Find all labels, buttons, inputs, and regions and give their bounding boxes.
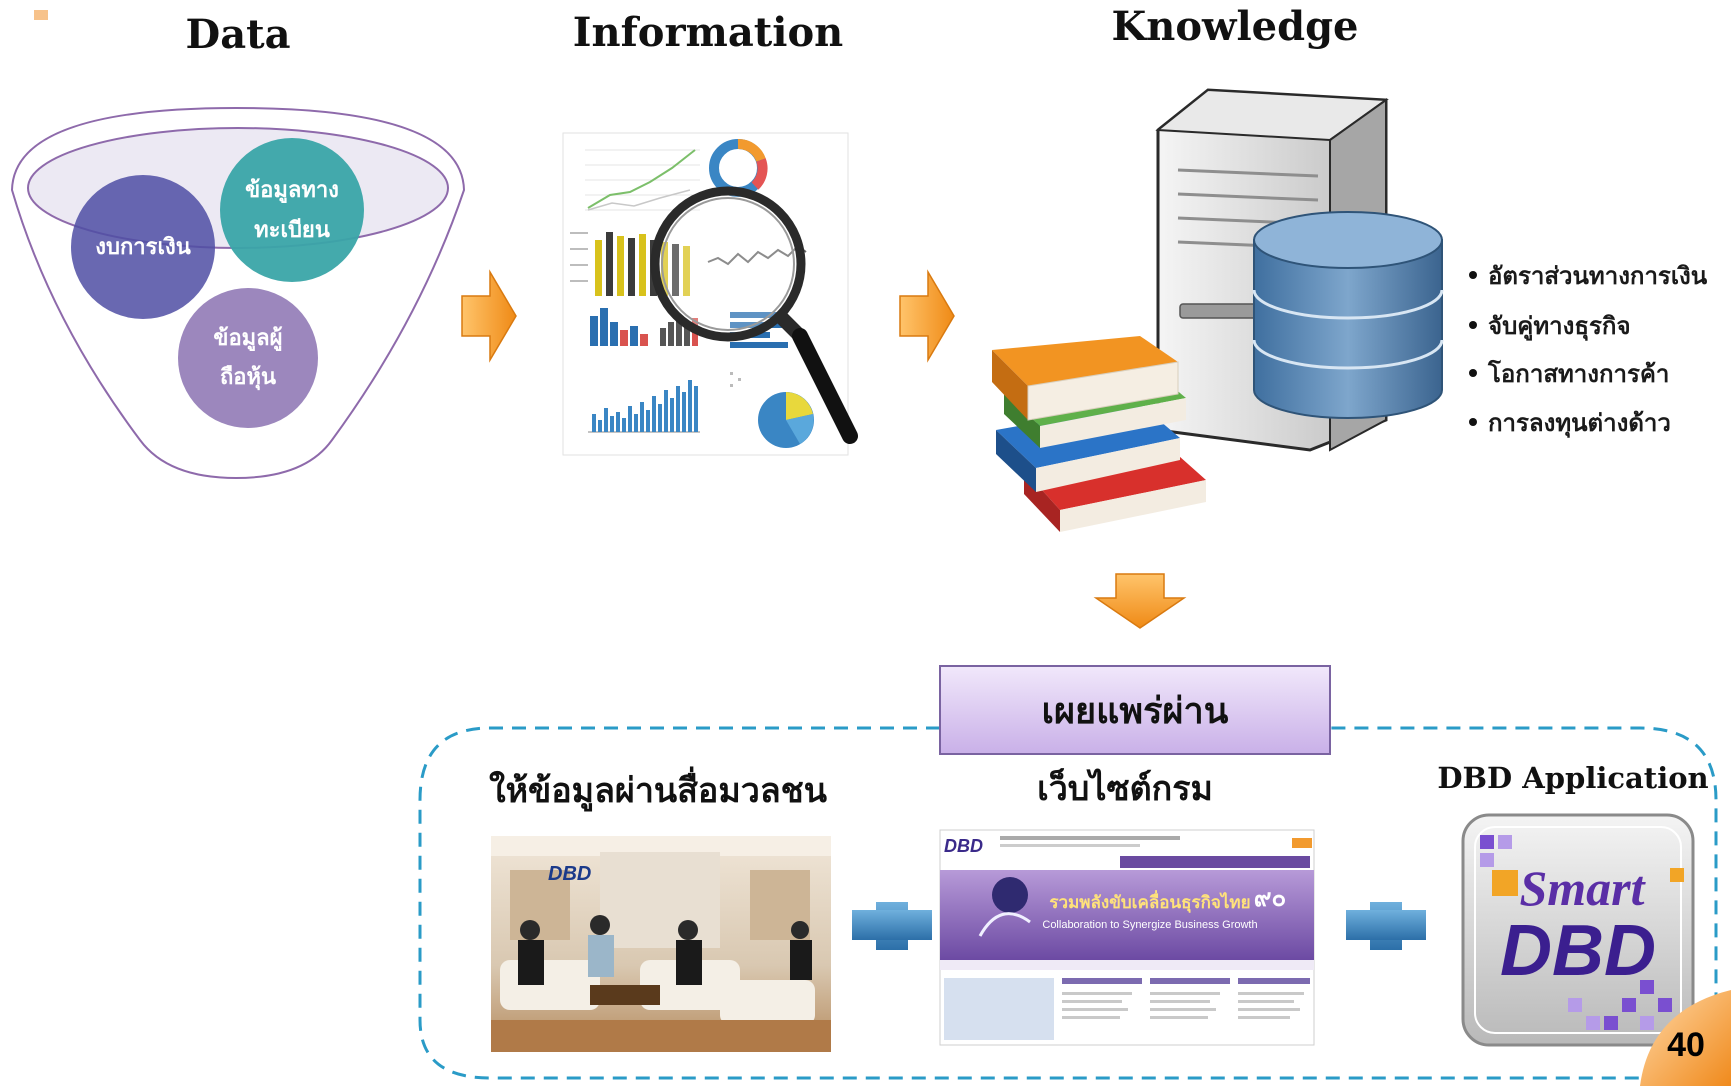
page-number: 40 xyxy=(1667,1026,1705,1064)
knowledge-bullet-text: อัตราส่วนทางการเงิน xyxy=(1488,262,1708,290)
knowledge-bullet-item: อัตราส่วนทางการเงิน xyxy=(1469,262,1708,290)
circle-financial-statement: งบการเงิน xyxy=(71,175,215,319)
circle-registration-label-2: ทะเบียน xyxy=(254,218,330,243)
circle-financial-label: งบการเงิน xyxy=(95,235,191,260)
website-screenshot: DBD รวมพลังขับเคลื่อนธุรกิจไทย Collabora… xyxy=(939,829,1315,1046)
corner-mark xyxy=(34,10,48,20)
app-logo-smart: Smart xyxy=(1519,860,1646,916)
channel-website-title: เว็บไซต์กรม xyxy=(1037,767,1213,809)
circle-shareholders-label-1: ข้อมูลผู้ xyxy=(213,326,282,352)
plus-icon xyxy=(852,902,932,950)
page-corner xyxy=(1640,990,1731,1086)
knowledge-title: Knowledge xyxy=(1112,3,1359,50)
app-logo-dbd: DBD xyxy=(1500,911,1656,991)
circle-shareholders-label-2: ถือหุ้น xyxy=(220,365,276,391)
website-banner-main: รวมพลังขับเคลื่อนธุรกิจไทย xyxy=(1049,890,1250,913)
circle-shareholders: ข้อมูลผู้ ถือหุ้น xyxy=(178,288,318,428)
plus-icon xyxy=(1346,902,1426,950)
media-photo-logo: DBD xyxy=(548,863,591,885)
smart-dbd-app-icon: Smart DBD xyxy=(1461,813,1695,1047)
database-icon xyxy=(1252,211,1444,419)
circle-registration: ข้อมูลทาง ทะเบียน xyxy=(220,138,364,282)
website-logo: DBD xyxy=(944,836,983,856)
knowledge-bullet-item: จับคู่ทางธุรกิจ xyxy=(1469,312,1631,342)
down-arrow-icon xyxy=(1093,573,1187,629)
magnifier-icon xyxy=(650,186,858,444)
books-icon xyxy=(992,336,1206,532)
right-arrow-icon xyxy=(461,269,517,363)
information-title: Information xyxy=(573,9,843,56)
knowledge-bullet-text: การลงทุนต่างด้าว xyxy=(1488,409,1671,439)
knowledge-bullet-item: การลงทุนต่างด้าว xyxy=(1469,409,1671,439)
publish-box: เผยแพร่ผ่าน xyxy=(939,665,1331,755)
publish-label: เผยแพร่ผ่าน xyxy=(1042,691,1229,732)
right-arrow-icon xyxy=(899,269,955,363)
information-collage xyxy=(562,132,849,456)
data-title: Data xyxy=(186,11,291,58)
knowledge-bullet-text: จับคู่ทางธุรกิจ xyxy=(1488,312,1631,342)
media-photo: DBD xyxy=(491,836,831,1052)
website-anniversary: ๙๐ xyxy=(1254,884,1286,912)
knowledge-bullet-text: โอกาสทางการค้า xyxy=(1487,359,1669,388)
channel-media-title: ให้ข้อมูลผ่านสื่อมวลชน xyxy=(489,766,827,812)
circle-registration-label-1: ข้อมูลทาง xyxy=(245,178,339,204)
website-banner-sub: Collaboration to Synergize Business Grow… xyxy=(1042,919,1257,931)
channel-app-title: DBD Application xyxy=(1437,761,1708,795)
knowledge-bullet-item: โอกาสทางการค้า xyxy=(1469,359,1669,388)
knowledge-bullet-list: อัตราส่วนทางการเงิน จับคู่ทางธุรกิจ โอกา… xyxy=(1469,262,1708,439)
